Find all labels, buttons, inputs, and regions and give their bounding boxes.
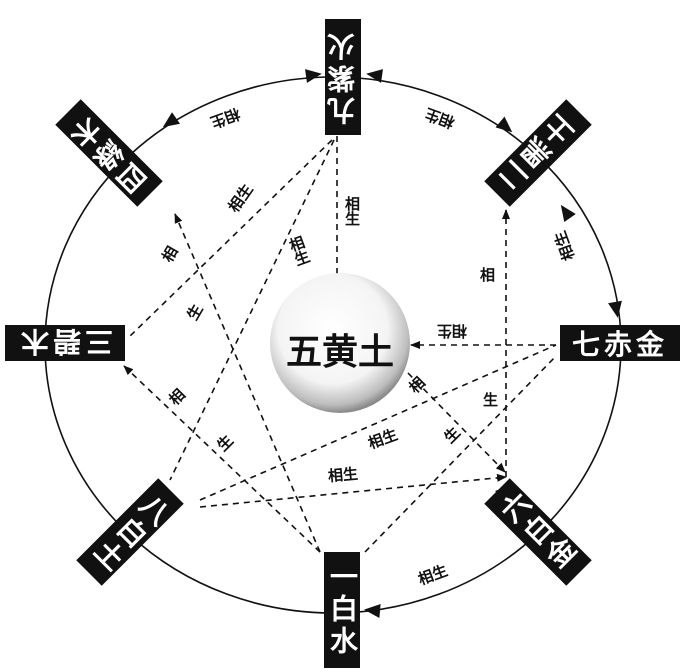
arrowhead bbox=[608, 300, 622, 318]
dashed-link bbox=[364, 355, 557, 553]
dashed-link bbox=[407, 372, 506, 473]
relation-label-first: 相 bbox=[480, 266, 496, 284]
star-box-left: 三碧木 bbox=[5, 325, 125, 361]
star-box-bottom: 一白水 bbox=[324, 552, 360, 668]
dashed-link bbox=[127, 139, 333, 339]
center-label: 五黄土 bbox=[285, 332, 394, 373]
dashed-link bbox=[199, 473, 507, 508]
dashed-link bbox=[199, 344, 557, 501]
dashed-link bbox=[123, 365, 321, 553]
arrowhead bbox=[162, 112, 181, 128]
relation-label: 相生 bbox=[437, 322, 468, 340]
arrowhead bbox=[366, 69, 383, 83]
arrowhead bbox=[495, 116, 513, 133]
dashed-link bbox=[169, 139, 335, 481]
relation-label: 相生 bbox=[343, 196, 361, 226]
arrowhead bbox=[305, 69, 322, 83]
star-box-top: 九紫火 bbox=[325, 19, 361, 135]
star-box-right: 七赤金 bbox=[560, 325, 680, 361]
relation-label: 相生 bbox=[327, 464, 359, 486]
relation-label-second: 生 bbox=[483, 391, 499, 409]
arrowheads bbox=[162, 69, 622, 618]
arrowhead bbox=[560, 204, 576, 223]
center-sphere bbox=[270, 273, 410, 413]
arrowhead bbox=[364, 604, 381, 618]
